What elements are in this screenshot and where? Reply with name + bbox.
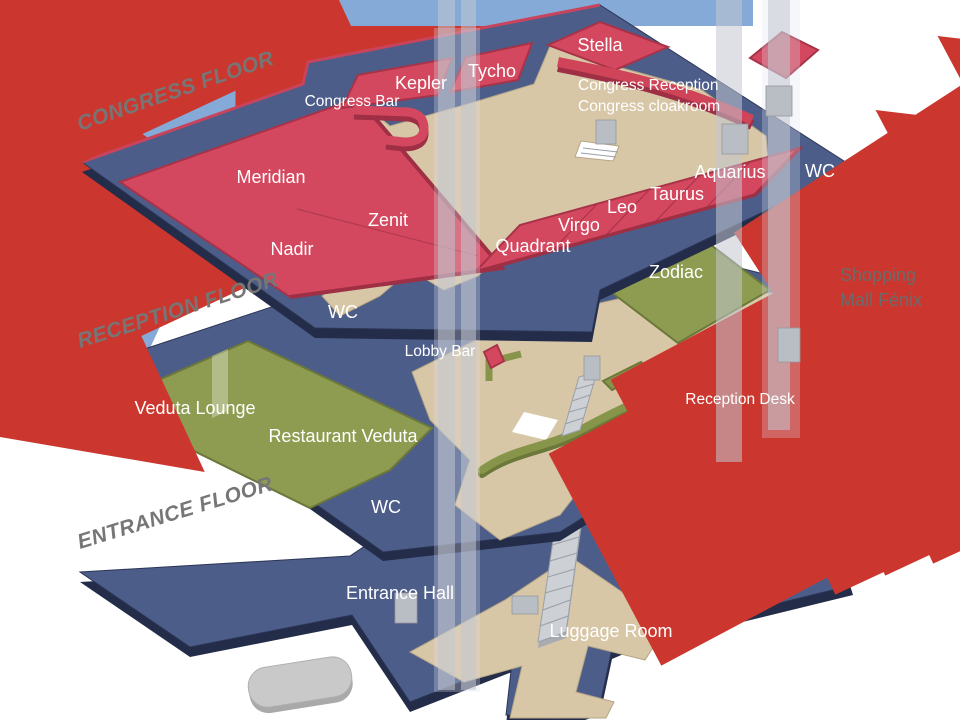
label-entrance-hall: Entrance Hall xyxy=(346,583,454,603)
driveway-island xyxy=(247,656,353,714)
label-congress-cloakroom: Congress cloakroom xyxy=(578,98,720,115)
band-dividers xyxy=(552,161,751,251)
lobby-bar-counter xyxy=(482,343,506,370)
label-wc-corridor: WC xyxy=(328,302,358,322)
label-virgo: Virgo xyxy=(558,215,600,235)
label-leo: Leo xyxy=(607,197,637,217)
label-congress-reception: Congress Reception xyxy=(578,77,718,94)
label-veduta-lounge: Veduta Lounge xyxy=(134,398,255,418)
elevator-car xyxy=(721,123,749,155)
congress-stair-opening xyxy=(574,119,620,162)
label-luggage-room: Luggage Room xyxy=(549,621,672,641)
escalator-base-box xyxy=(511,595,539,615)
elevator-car xyxy=(394,592,418,624)
label-wc-east: WC xyxy=(805,161,835,181)
label-taurus: Taurus xyxy=(650,184,704,204)
floor-label-entrance: ENTRANCE FLOOR xyxy=(75,472,276,553)
glass-partition xyxy=(212,349,228,418)
congress-bar-counter xyxy=(353,105,429,147)
label-congress-bar: Congress Bar xyxy=(305,93,400,110)
label-shopping-mall-1: Shopping xyxy=(840,265,916,285)
label-aquarius: Aquarius xyxy=(694,162,765,182)
column xyxy=(716,0,742,462)
hall-wall xyxy=(289,96,506,299)
label-zodiac: Zodiac xyxy=(649,262,703,282)
label-wc-reception: WC xyxy=(371,497,401,517)
elevator-car xyxy=(777,327,801,363)
column xyxy=(768,0,790,430)
label-quadrant: Quadrant xyxy=(495,236,570,256)
label-zenit: Zenit xyxy=(368,210,408,230)
label-reception-desk: Reception Desk xyxy=(685,391,795,408)
column xyxy=(438,0,455,690)
label-meridian: Meridian xyxy=(236,167,305,187)
label-lobby-bar: Lobby Bar xyxy=(405,343,476,360)
label-shopping-mall-2: Mall Fénix xyxy=(840,290,922,310)
elevator-car xyxy=(765,85,793,117)
room-stella xyxy=(545,20,671,72)
label-restaurant-veduta: Restaurant Veduta xyxy=(268,426,418,446)
label-kepler: Kepler xyxy=(395,73,447,93)
column xyxy=(461,0,476,690)
label-stella: Stella xyxy=(577,35,623,55)
label-tycho: Tycho xyxy=(468,61,516,81)
upper-escalator xyxy=(561,355,601,437)
elevator-shafts xyxy=(394,0,801,692)
stairwell-opening xyxy=(512,412,558,440)
label-nadir: Nadir xyxy=(270,239,313,259)
